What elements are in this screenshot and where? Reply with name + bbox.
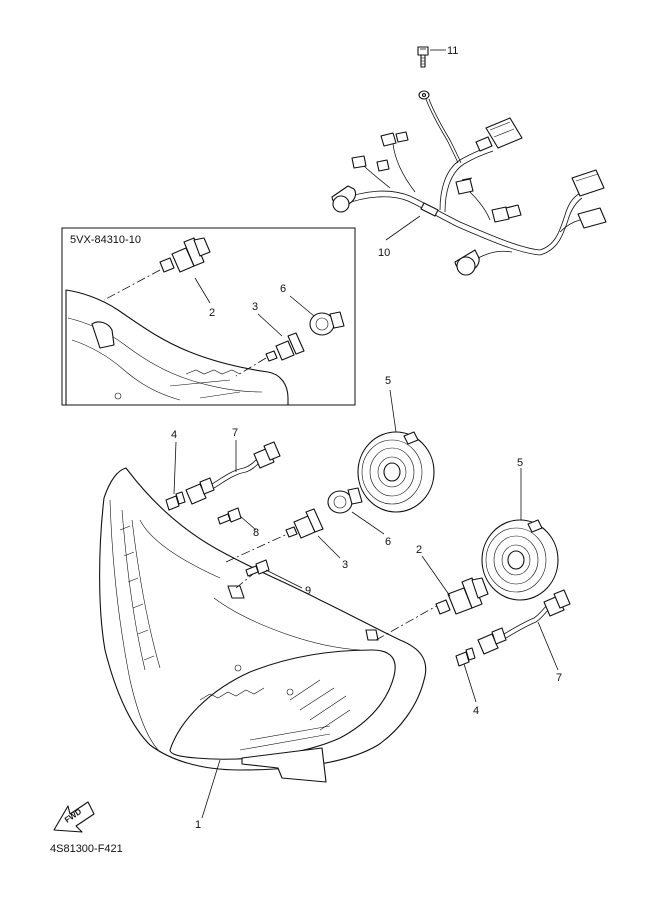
callout-7-lower: 7 xyxy=(556,672,562,684)
screw-8 xyxy=(217,507,242,525)
socket-6-main xyxy=(327,487,363,514)
bulb-3-main xyxy=(285,508,324,539)
rubber-cap-5-upper xyxy=(357,431,435,513)
bulb-4-upper xyxy=(165,491,186,511)
headlight-assembly-1 xyxy=(99,467,427,783)
bulb-2-main xyxy=(435,577,489,615)
callout-5-lower: 5 xyxy=(517,457,523,469)
rubber-cap-5-lower xyxy=(481,519,559,601)
fwd-arrow-icon xyxy=(53,801,95,833)
socket-harness-7-lower xyxy=(477,589,571,655)
callout-6-main: 6 xyxy=(385,536,391,548)
bulb-3-inset xyxy=(265,332,305,362)
socket-harness-7-upper xyxy=(185,441,281,505)
wire-harness-10 xyxy=(331,90,607,276)
bolt-11 xyxy=(417,46,446,68)
callout-10: 10 xyxy=(378,247,390,259)
bulb-2-inset xyxy=(159,237,211,273)
screw-9 xyxy=(245,559,270,577)
callout-7-upper: 7 xyxy=(232,427,238,439)
callout-2-main: 2 xyxy=(416,544,422,556)
leader-lines xyxy=(173,215,559,819)
callout-3-inset: 3 xyxy=(252,301,258,313)
callout-11: 11 xyxy=(447,45,458,57)
callout-5-upper: 5 xyxy=(385,375,391,387)
callout-2-inset: 2 xyxy=(209,307,215,319)
callout-1: 1 xyxy=(195,819,201,831)
callout-4-lower: 4 xyxy=(473,705,479,717)
subassembly-inset xyxy=(61,227,356,406)
callout-6-inset: 6 xyxy=(280,283,286,295)
bulb-4-lower xyxy=(455,647,476,667)
socket-6-inset xyxy=(309,311,345,336)
callout-9: 9 xyxy=(305,585,311,597)
figure-code: 4S81300-F421 xyxy=(50,843,123,855)
callout-8: 8 xyxy=(253,527,259,539)
callout-4-upper: 4 xyxy=(171,429,177,441)
subassembly-code: 5VX-84310-10 xyxy=(70,234,141,246)
callout-3-main: 3 xyxy=(342,559,348,571)
